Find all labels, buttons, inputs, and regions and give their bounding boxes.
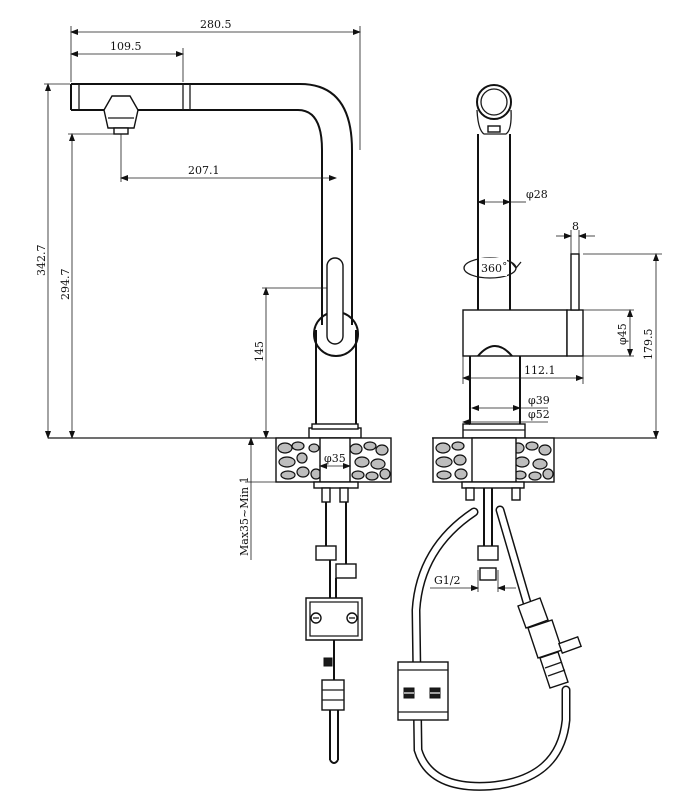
dim-flange-diameter: φ52 (528, 408, 550, 421)
dim-handle-height: 145 (253, 341, 266, 362)
dim-spout-offset: 109.5 (110, 40, 142, 53)
dim-outlet-height: 294.7 (59, 269, 72, 301)
faucet-front-view: 360˚ (462, 84, 584, 439)
countertop-section-left (275, 437, 392, 483)
countertop-section-right (432, 437, 555, 483)
faucet-side-view (70, 83, 362, 439)
dim-body-diameter: φ45 (616, 323, 629, 345)
label-rotation: 360˚ (481, 262, 508, 275)
dim-counter-thickness: Max35~Min 1 (238, 476, 251, 556)
dim-handle-width: 8 (572, 220, 579, 233)
dim-body-length: 112.1 (524, 364, 556, 377)
dim-total-width: 280.5 (200, 18, 232, 31)
supply-fittings-right (397, 481, 583, 791)
dim-reach: 207.1 (188, 164, 220, 177)
dim-total-height: 342.7 (35, 245, 48, 277)
supply-fittings-left (305, 481, 363, 764)
dim-thread: G1/2 (434, 574, 461, 587)
dim-base-diameter: φ35 (324, 452, 346, 465)
dim-base-ring-diameter: φ39 (528, 394, 550, 407)
dim-handle-total-height: 179.5 (642, 329, 655, 361)
dim-spout-diameter: φ28 (526, 188, 548, 201)
